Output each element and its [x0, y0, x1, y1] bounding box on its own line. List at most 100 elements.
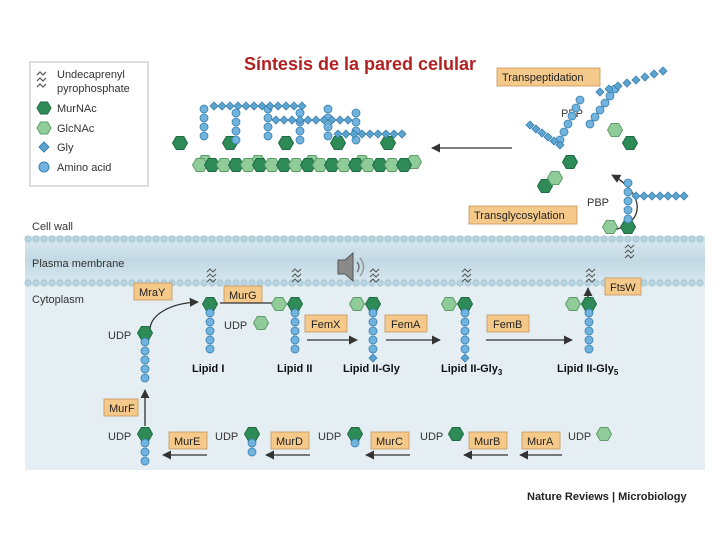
amino-acid-glyph	[623, 196, 633, 206]
amino-acid-glyph	[623, 187, 633, 197]
lipid-head	[320, 235, 328, 243]
amino-acid-symbol	[38, 161, 50, 173]
amino-acid-glyph	[563, 119, 573, 129]
lipid-head	[408, 279, 416, 287]
slide-title: Síntesis de la pared celular	[243, 54, 477, 74]
murnac-glyph	[299, 158, 317, 172]
glcnac-glyph	[270, 297, 288, 311]
lipid-head	[96, 235, 104, 243]
fema-box	[384, 314, 428, 333]
lipid-head	[216, 279, 224, 287]
lipid-head	[656, 235, 664, 243]
lipid-head	[248, 235, 256, 243]
lipid-head	[208, 235, 216, 243]
lipid-head	[104, 279, 112, 287]
amino-acid-glyph	[571, 103, 581, 113]
murnac-glyph	[203, 158, 221, 172]
glcnac-glyph	[215, 158, 233, 172]
udp-label: UDP	[108, 330, 131, 342]
gly-glyph	[271, 115, 281, 125]
gly-glyph	[349, 129, 359, 139]
lipid-head	[448, 235, 456, 243]
murnac-glyph	[395, 158, 413, 172]
lipid-head	[240, 235, 248, 243]
lipid-head	[88, 279, 96, 287]
lipid-head	[440, 279, 448, 287]
lipid-head	[24, 235, 32, 243]
gly-glyph	[537, 128, 547, 138]
amino-acid-glyph	[205, 344, 215, 354]
lipid-head	[456, 235, 464, 243]
amino-acid-glyph	[351, 108, 361, 118]
amino-acid-glyph	[290, 308, 300, 318]
glcnac-glyph	[601, 220, 619, 234]
lipid-head	[664, 235, 672, 243]
amino-acid-glyph	[263, 131, 273, 141]
gly-glyph	[368, 353, 378, 363]
femb-box	[486, 314, 530, 333]
lipid-head	[304, 279, 312, 287]
amino-acid-glyph	[205, 317, 215, 327]
gly-glyph	[249, 101, 259, 111]
lipid-ii-gly5-subscript: 5	[614, 368, 619, 377]
lipid-head	[232, 235, 240, 243]
pbp-mid-label: PBP	[587, 197, 609, 209]
amino-acid-glyph	[290, 335, 300, 345]
amino-acid-glyph	[584, 326, 594, 336]
gly-symbol	[38, 141, 50, 153]
murnac-glyph	[227, 158, 245, 172]
gly-glyph	[631, 75, 641, 85]
murf-label: MurF	[109, 403, 135, 415]
arrow-mray	[149, 297, 199, 331]
molecule-glyphs	[136, 66, 689, 466]
murnac-glyph	[346, 427, 364, 441]
udp-label: UDP	[318, 431, 341, 443]
lipid-head	[528, 235, 536, 243]
region-cytoplasm: Cytoplasm	[32, 294, 84, 306]
undecaprenyl-glyph	[461, 268, 472, 283]
speaker-icon[interactable]	[337, 251, 365, 283]
lipid-head	[400, 235, 408, 243]
lipid-head	[424, 235, 432, 243]
lipid-head	[32, 279, 40, 287]
lipid-head	[160, 235, 168, 243]
gly-glyph	[381, 129, 391, 139]
gly-glyph	[663, 191, 673, 201]
lipid-head	[352, 279, 360, 287]
amino-acid-glyph	[600, 98, 610, 108]
amino-acid-glyph	[460, 308, 470, 318]
lipid-head	[456, 279, 464, 287]
gly-glyph	[460, 353, 470, 363]
murnac-glyph	[323, 158, 341, 172]
murnac-glyph	[364, 297, 382, 311]
gly-glyph	[655, 191, 665, 201]
cytoplasm-region	[25, 286, 705, 470]
lipid-head	[648, 279, 656, 287]
lipid-head	[280, 279, 288, 287]
gly-glyph	[225, 101, 235, 111]
amino-acid-glyph	[460, 326, 470, 336]
murnac-glyph	[201, 297, 219, 311]
gly-glyph	[555, 140, 565, 150]
glcnac-symbol	[36, 121, 52, 135]
lipid-head	[312, 279, 320, 287]
lipid-head	[296, 279, 304, 287]
lipid-head	[696, 235, 704, 243]
amino-acid-glyph	[605, 91, 615, 101]
gly-glyph	[287, 115, 297, 125]
lipid-head	[120, 279, 128, 287]
lipid-head	[520, 235, 528, 243]
lipid-head	[464, 279, 472, 287]
enzymes: Transpeptidation PBP Transglycosylation …	[103, 67, 642, 450]
lipid-head	[544, 235, 552, 243]
amino-acid-glyph	[350, 438, 360, 448]
lipid-head	[544, 279, 552, 287]
lipid-head	[576, 279, 584, 287]
amino-acid-glyph	[575, 95, 585, 105]
lipid-head	[144, 235, 152, 243]
lipid-head	[512, 235, 520, 243]
lipid-head	[192, 279, 200, 287]
murnac-glyph	[379, 136, 397, 150]
lipid-head	[416, 279, 424, 287]
